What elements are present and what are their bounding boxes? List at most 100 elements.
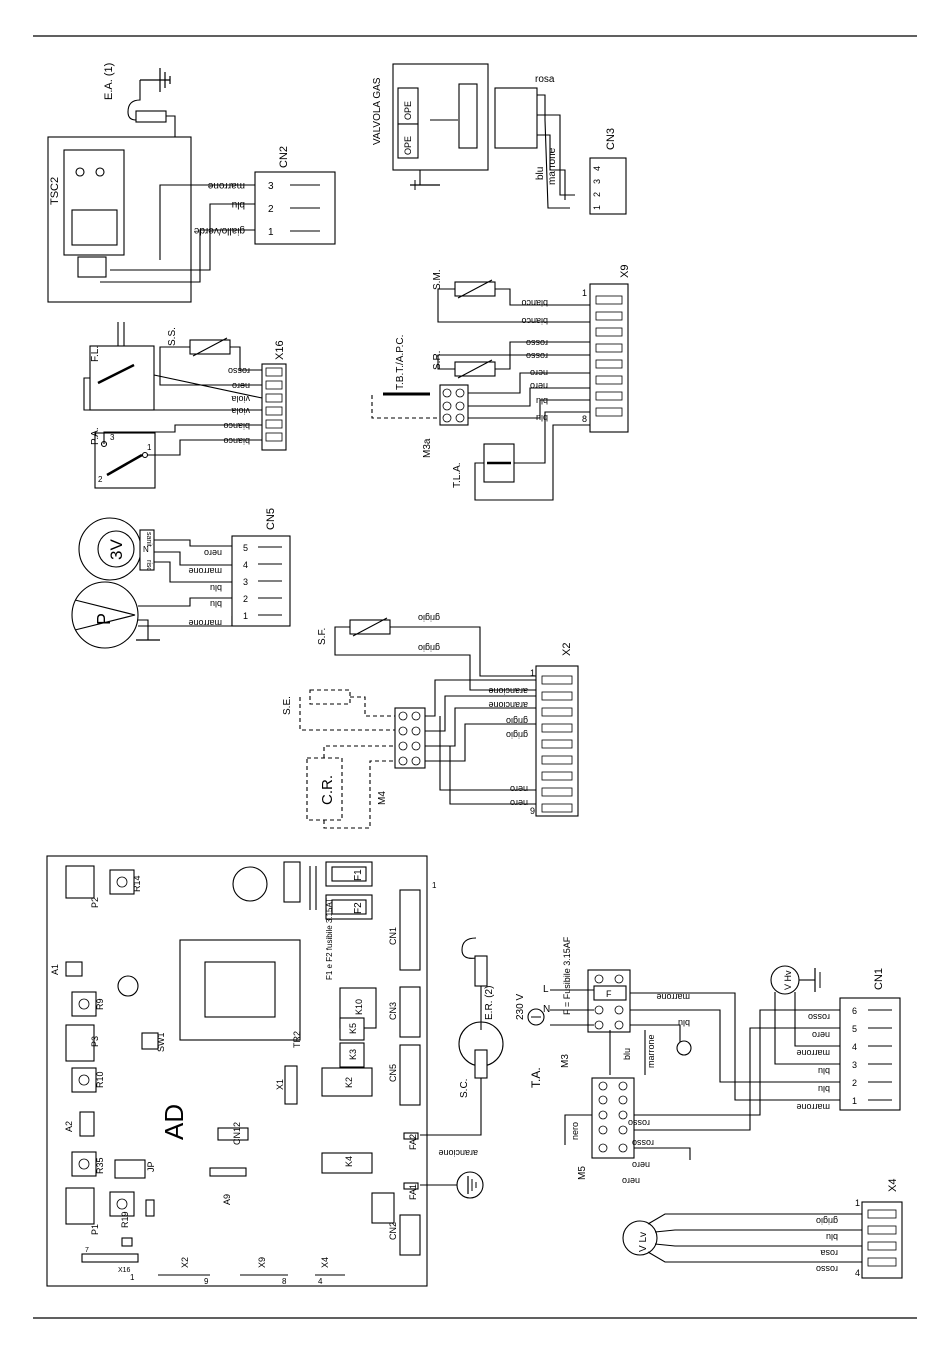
x16-board-label: X16	[118, 1267, 131, 1274]
k2-label: K2	[344, 1077, 354, 1088]
x1-label: X1	[275, 1079, 285, 1090]
board-pin: 9	[204, 1277, 209, 1286]
a2-component	[79, 1111, 95, 1137]
voltage-label: 230 V	[515, 994, 526, 1020]
sc-label: S.C.	[459, 1079, 470, 1098]
line-fuse	[593, 985, 627, 1001]
wire-label-marrone: marrone	[796, 1102, 830, 1112]
f2-label: F2	[353, 902, 364, 914]
wire-label-marrone: marrone	[796, 1048, 830, 1058]
three-v-pin: risc	[145, 560, 152, 571]
line-n-label: N	[543, 1004, 550, 1015]
board-cn5	[399, 1044, 421, 1106]
tr2-label: TR2	[292, 1031, 302, 1048]
wire-label-marrone: marrone	[207, 180, 245, 191]
wire-label-rosso: rosso	[228, 366, 250, 376]
a9-label: A9	[222, 1194, 232, 1205]
relay-k4	[321, 1152, 373, 1174]
fa2-label: FA2	[408, 1134, 418, 1150]
cn5-label: CN5	[265, 508, 277, 530]
wire-label-nero: nero	[632, 1160, 650, 1170]
ss-label: S.S.	[167, 327, 178, 346]
tsc2-label: TSC2	[49, 177, 61, 205]
cn5-section: 3V sanit N risc P nero marrone blu blu m…	[71, 508, 291, 649]
k3-label: K3	[348, 1049, 358, 1060]
r9-trimmer	[117, 975, 139, 997]
m3-terminal	[587, 969, 631, 1033]
a1-label: A1	[50, 964, 60, 975]
wire-label-viola: viola	[231, 394, 250, 404]
wire-label-blu: blu	[232, 199, 245, 210]
wire-label-blu: blu	[818, 1084, 830, 1094]
wire-label-rosso: rosso	[526, 338, 548, 348]
cn5-pin: 5	[243, 543, 248, 553]
a1-component	[65, 961, 83, 977]
wire-label-nero: nero	[510, 798, 528, 808]
r10-label: R10	[95, 1071, 105, 1088]
x16-label: X16	[274, 340, 286, 360]
r14-label: R14	[132, 875, 142, 892]
m5-terminal	[591, 1077, 635, 1159]
x1-connector	[284, 1065, 298, 1105]
cn1-pin: 4	[852, 1042, 857, 1052]
cn3-pin: 3	[592, 179, 602, 184]
gas-valve-section: OPE OPE VALVOLA GAS rosa marrone blu CN3…	[372, 63, 627, 215]
wire-label-marrone: marrone	[188, 566, 222, 576]
wire-label-grigio: grigio	[418, 643, 440, 653]
a2-label: A2	[64, 1121, 74, 1132]
x2-pin: 1	[530, 668, 535, 678]
sf-label: S.F.	[317, 628, 328, 645]
cn5-pin: 4	[243, 560, 248, 570]
cn1-pin: 3	[852, 1060, 857, 1070]
x9-connector	[589, 283, 629, 433]
board-pin: 1	[130, 1273, 135, 1282]
cn5-pin: 1	[243, 611, 248, 621]
pump-label: P	[94, 613, 114, 625]
wire-label-rosa: rosa	[820, 1248, 838, 1258]
board-pin: 1	[432, 881, 437, 890]
m3-label: M3	[560, 1054, 571, 1068]
fl-label: F.L.	[90, 346, 101, 362]
cn2-label: CN2	[278, 146, 290, 168]
tsc2-plug	[77, 256, 107, 278]
p3-label: P3	[90, 1036, 100, 1047]
r10-resistor	[71, 1067, 97, 1093]
x4-board-label: X4	[320, 1257, 330, 1268]
relay-k3	[339, 1042, 365, 1068]
r35-label: R35	[95, 1157, 105, 1174]
cn3-connector	[589, 157, 627, 215]
x4-connector	[861, 1201, 903, 1279]
tsc2-contact-icon	[75, 167, 85, 177]
fa1-label: FA1	[408, 1184, 418, 1200]
wire-label-blu: blu	[536, 413, 548, 423]
board-cn1	[399, 889, 421, 971]
fl-flow-switch	[89, 345, 155, 411]
board-pin: 8	[282, 1277, 287, 1286]
k4-label: K4	[344, 1156, 354, 1167]
board-fuse-note: F1 e F2 fusibile 3.15AT	[325, 898, 334, 980]
wire-label-nero: nero	[530, 381, 548, 391]
x16-board-connector	[81, 1253, 139, 1263]
x2-section: S.F. grigio grigio S.E. C.R. M4 arancion…	[282, 613, 579, 829]
sw1-switch[interactable]	[141, 1032, 159, 1050]
p2-label: P2	[90, 897, 100, 908]
ope-label: OPE	[403, 101, 413, 120]
x4-pin: 1	[855, 1198, 860, 1208]
three-v-pin: N	[143, 545, 149, 554]
cn3-pin: 4	[592, 166, 602, 171]
fa1-terminal	[403, 1182, 419, 1190]
cn1-pin: 2	[852, 1078, 857, 1088]
m4-label: M4	[377, 791, 388, 805]
board-title: AD	[159, 1104, 189, 1140]
wire-label-rosa: rosa	[535, 74, 555, 85]
three-v-label: 3V	[107, 539, 126, 560]
r19-resistor	[109, 1191, 135, 1217]
m3a-terminal	[439, 384, 469, 426]
er2-label: E.R. (2)	[484, 986, 495, 1020]
k5-label: K5	[348, 1023, 358, 1034]
x9-label: X9	[619, 265, 631, 278]
wire-label-rosso: rosso	[526, 351, 548, 361]
wire-label-bianco: bianco	[521, 298, 548, 308]
jp-jumper[interactable]	[114, 1159, 146, 1179]
